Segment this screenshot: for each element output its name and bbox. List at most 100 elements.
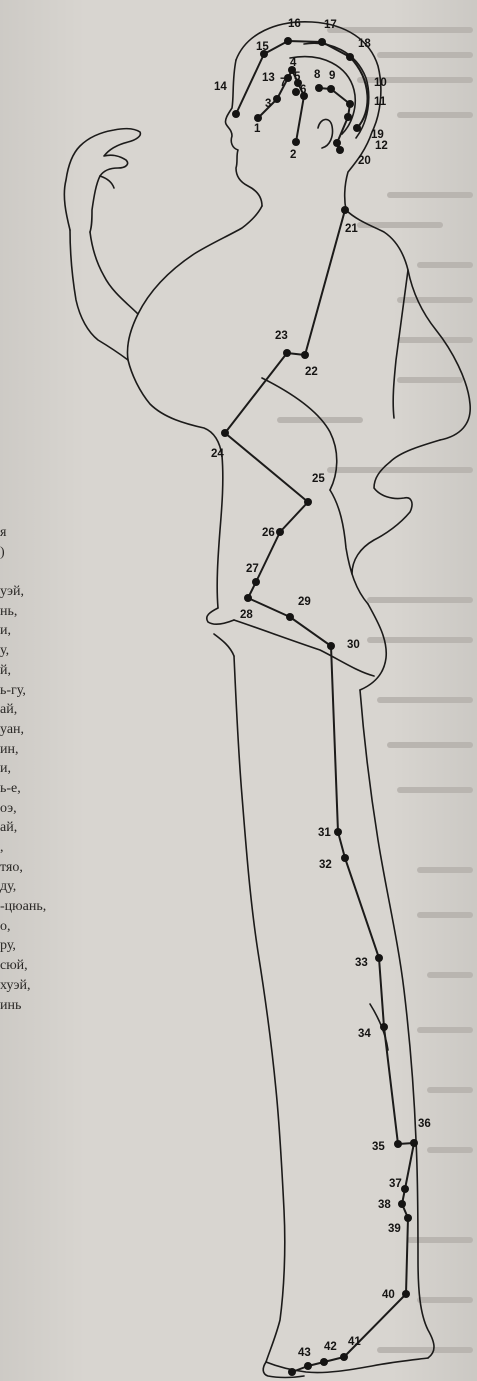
acupoint-marker-12 bbox=[333, 139, 341, 147]
acupoint-marker-39 bbox=[404, 1214, 412, 1222]
acupoint-label-8: 8 bbox=[314, 69, 321, 81]
acupoint-marker-20 bbox=[336, 146, 344, 154]
acupoint-marker-37 bbox=[401, 1185, 409, 1193]
acupoint-label-34: 34 bbox=[358, 1028, 371, 1040]
acupoint-label-4: 4 bbox=[290, 57, 297, 69]
acupoint-label-17: 17 bbox=[324, 19, 337, 31]
leg-back bbox=[360, 690, 434, 1358]
acupoint-marker-44 bbox=[288, 1368, 296, 1376]
acupoint-label-14: 14 bbox=[214, 81, 227, 93]
acupoint-marker-29 bbox=[286, 613, 294, 621]
acupoint-marker-31 bbox=[334, 828, 342, 836]
acupoint-marker-14 bbox=[232, 110, 240, 118]
buttock bbox=[360, 604, 386, 690]
acupoint-label-35: 35 bbox=[372, 1141, 385, 1153]
acupoint-marker-32 bbox=[341, 854, 349, 862]
acupoint-marker-10 bbox=[346, 100, 354, 108]
acupoint-label-20: 20 bbox=[358, 155, 371, 167]
acupoint-label-13: 13 bbox=[262, 72, 275, 84]
torso-front bbox=[128, 360, 223, 608]
acupoint-label-27: 27 bbox=[246, 563, 259, 575]
acupoint-marker-28 bbox=[244, 594, 252, 602]
acupoint-label-3: 3 bbox=[265, 98, 271, 110]
acupoint-marker-40 bbox=[402, 1290, 410, 1298]
acupoint-marker-22 bbox=[301, 351, 309, 359]
acupoint-marker-23 bbox=[283, 349, 291, 357]
acupoint-label-9: 9 bbox=[329, 70, 335, 82]
acupoint-label-43: 43 bbox=[298, 1347, 311, 1359]
belly-curve bbox=[330, 490, 368, 604]
acupoint-marker-1 bbox=[254, 114, 262, 122]
acupoint-label-29: 29 bbox=[298, 596, 311, 608]
acupoint-marker-11 bbox=[344, 113, 352, 121]
acupoint-label-24: 24 bbox=[211, 448, 224, 460]
acupoint-marker-8 bbox=[315, 84, 323, 92]
acupoint-marker-27 bbox=[252, 578, 260, 586]
acupoint-label-33: 33 bbox=[355, 957, 368, 969]
body-outline bbox=[64, 22, 470, 1378]
acupoint-label-16: 16 bbox=[288, 18, 301, 30]
acupoint-marker-30 bbox=[327, 642, 335, 650]
acupoint-label-12: 12 bbox=[375, 140, 388, 152]
acupoint-marker-36 bbox=[410, 1139, 418, 1147]
acupoint-label-41: 41 bbox=[348, 1336, 361, 1348]
acupoint-marker-35 bbox=[394, 1140, 402, 1148]
acupoint-label-22: 22 bbox=[305, 366, 318, 378]
acupoint-marker-34 bbox=[380, 1023, 388, 1031]
acupoint-label-36: 36 bbox=[418, 1118, 431, 1130]
acupoint-label-5: 5 bbox=[294, 71, 301, 83]
acupoint-label-25: 25 bbox=[312, 473, 325, 485]
meridian-line bbox=[225, 41, 414, 1372]
acupoint-label-32: 32 bbox=[319, 859, 332, 871]
ear bbox=[318, 119, 333, 148]
hand bbox=[64, 129, 140, 232]
acupoint-marker-24 bbox=[221, 429, 229, 437]
acupoint-label-19: 19 bbox=[371, 129, 384, 141]
acupoint-marker-33 bbox=[375, 954, 383, 962]
thumb bbox=[100, 176, 114, 188]
acupoint-marker-21 bbox=[341, 206, 349, 214]
arm-upper-edge bbox=[90, 232, 138, 314]
acupoint-marker-17 bbox=[318, 38, 326, 46]
arm-behind bbox=[352, 440, 440, 574]
acupoint-label-21: 21 bbox=[345, 223, 358, 235]
acupoint-marker-38 bbox=[398, 1200, 406, 1208]
acupoint-marker-26 bbox=[276, 528, 284, 536]
acupoint-marker-41 bbox=[340, 1353, 348, 1361]
acupoint-marker-18 bbox=[346, 53, 354, 61]
acupoint-label-23: 23 bbox=[275, 330, 288, 342]
acupoint-label-31: 31 bbox=[318, 827, 331, 839]
back-line bbox=[393, 270, 408, 418]
acupoint-label-18: 18 bbox=[358, 38, 371, 50]
crotch bbox=[214, 634, 234, 656]
front-neck bbox=[127, 206, 262, 360]
acupoint-label-37: 37 bbox=[389, 1178, 402, 1190]
acupoint-marker-25 bbox=[304, 498, 312, 506]
acupoint-label-28: 28 bbox=[240, 609, 253, 621]
acupoint-label-39: 39 bbox=[388, 1223, 401, 1235]
hip-front bbox=[207, 608, 234, 624]
acupoint-label-42: 42 bbox=[324, 1341, 337, 1353]
acupoint-marker-42 bbox=[320, 1358, 328, 1366]
acupoint-label-10: 10 bbox=[374, 77, 387, 89]
acupoint-marker-9 bbox=[327, 85, 335, 93]
acupoint-label-6: 6 bbox=[300, 84, 306, 96]
acupoint-label-40: 40 bbox=[382, 1289, 395, 1301]
acupoint-marker-19 bbox=[353, 124, 361, 132]
acupoint-marker-16 bbox=[284, 37, 292, 45]
acupoint-marker-43 bbox=[304, 1362, 312, 1370]
acupoint-label-38: 38 bbox=[378, 1199, 391, 1211]
acupoint-marker-2 bbox=[292, 138, 300, 146]
acupoint-label-11: 11 bbox=[374, 96, 387, 108]
leg-front bbox=[234, 656, 285, 1362]
arm-lower-edge bbox=[70, 230, 128, 360]
acupoint-label-26: 26 bbox=[262, 527, 275, 539]
acupoint-label-30: 30 bbox=[347, 639, 360, 651]
acupoint-marker-7 bbox=[292, 88, 300, 96]
back-neck bbox=[346, 210, 470, 440]
acupoint-label-1: 1 bbox=[254, 123, 261, 135]
acupoints: 1234567891011121314151617181920212223242… bbox=[211, 18, 431, 1381]
acupoint-label-2: 2 bbox=[290, 149, 296, 161]
